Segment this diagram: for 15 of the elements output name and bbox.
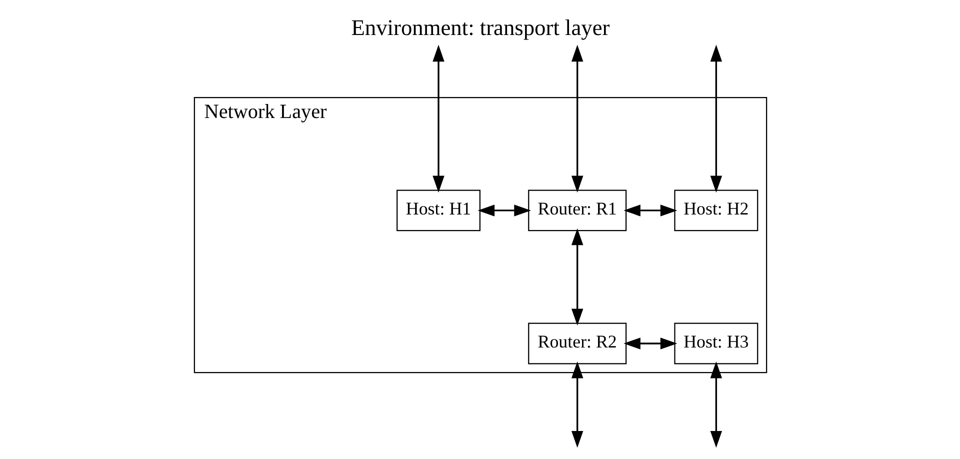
node-box: Host: H3 xyxy=(674,322,758,364)
diagram-title: Environment: transport layer xyxy=(350,15,610,40)
arrow xyxy=(570,361,583,448)
node-box: Host: H1 xyxy=(396,190,480,232)
arrow xyxy=(570,44,583,193)
arrow xyxy=(432,44,444,193)
arrow xyxy=(710,361,722,448)
node-box: Router: R1 xyxy=(528,190,626,232)
arrow xyxy=(710,44,722,193)
node-box: Router: R2 xyxy=(528,322,626,364)
node-box: Host: H2 xyxy=(674,190,758,232)
arrow xyxy=(477,204,530,216)
arrow xyxy=(623,204,677,216)
arrow xyxy=(623,338,677,350)
arrow xyxy=(570,228,583,326)
